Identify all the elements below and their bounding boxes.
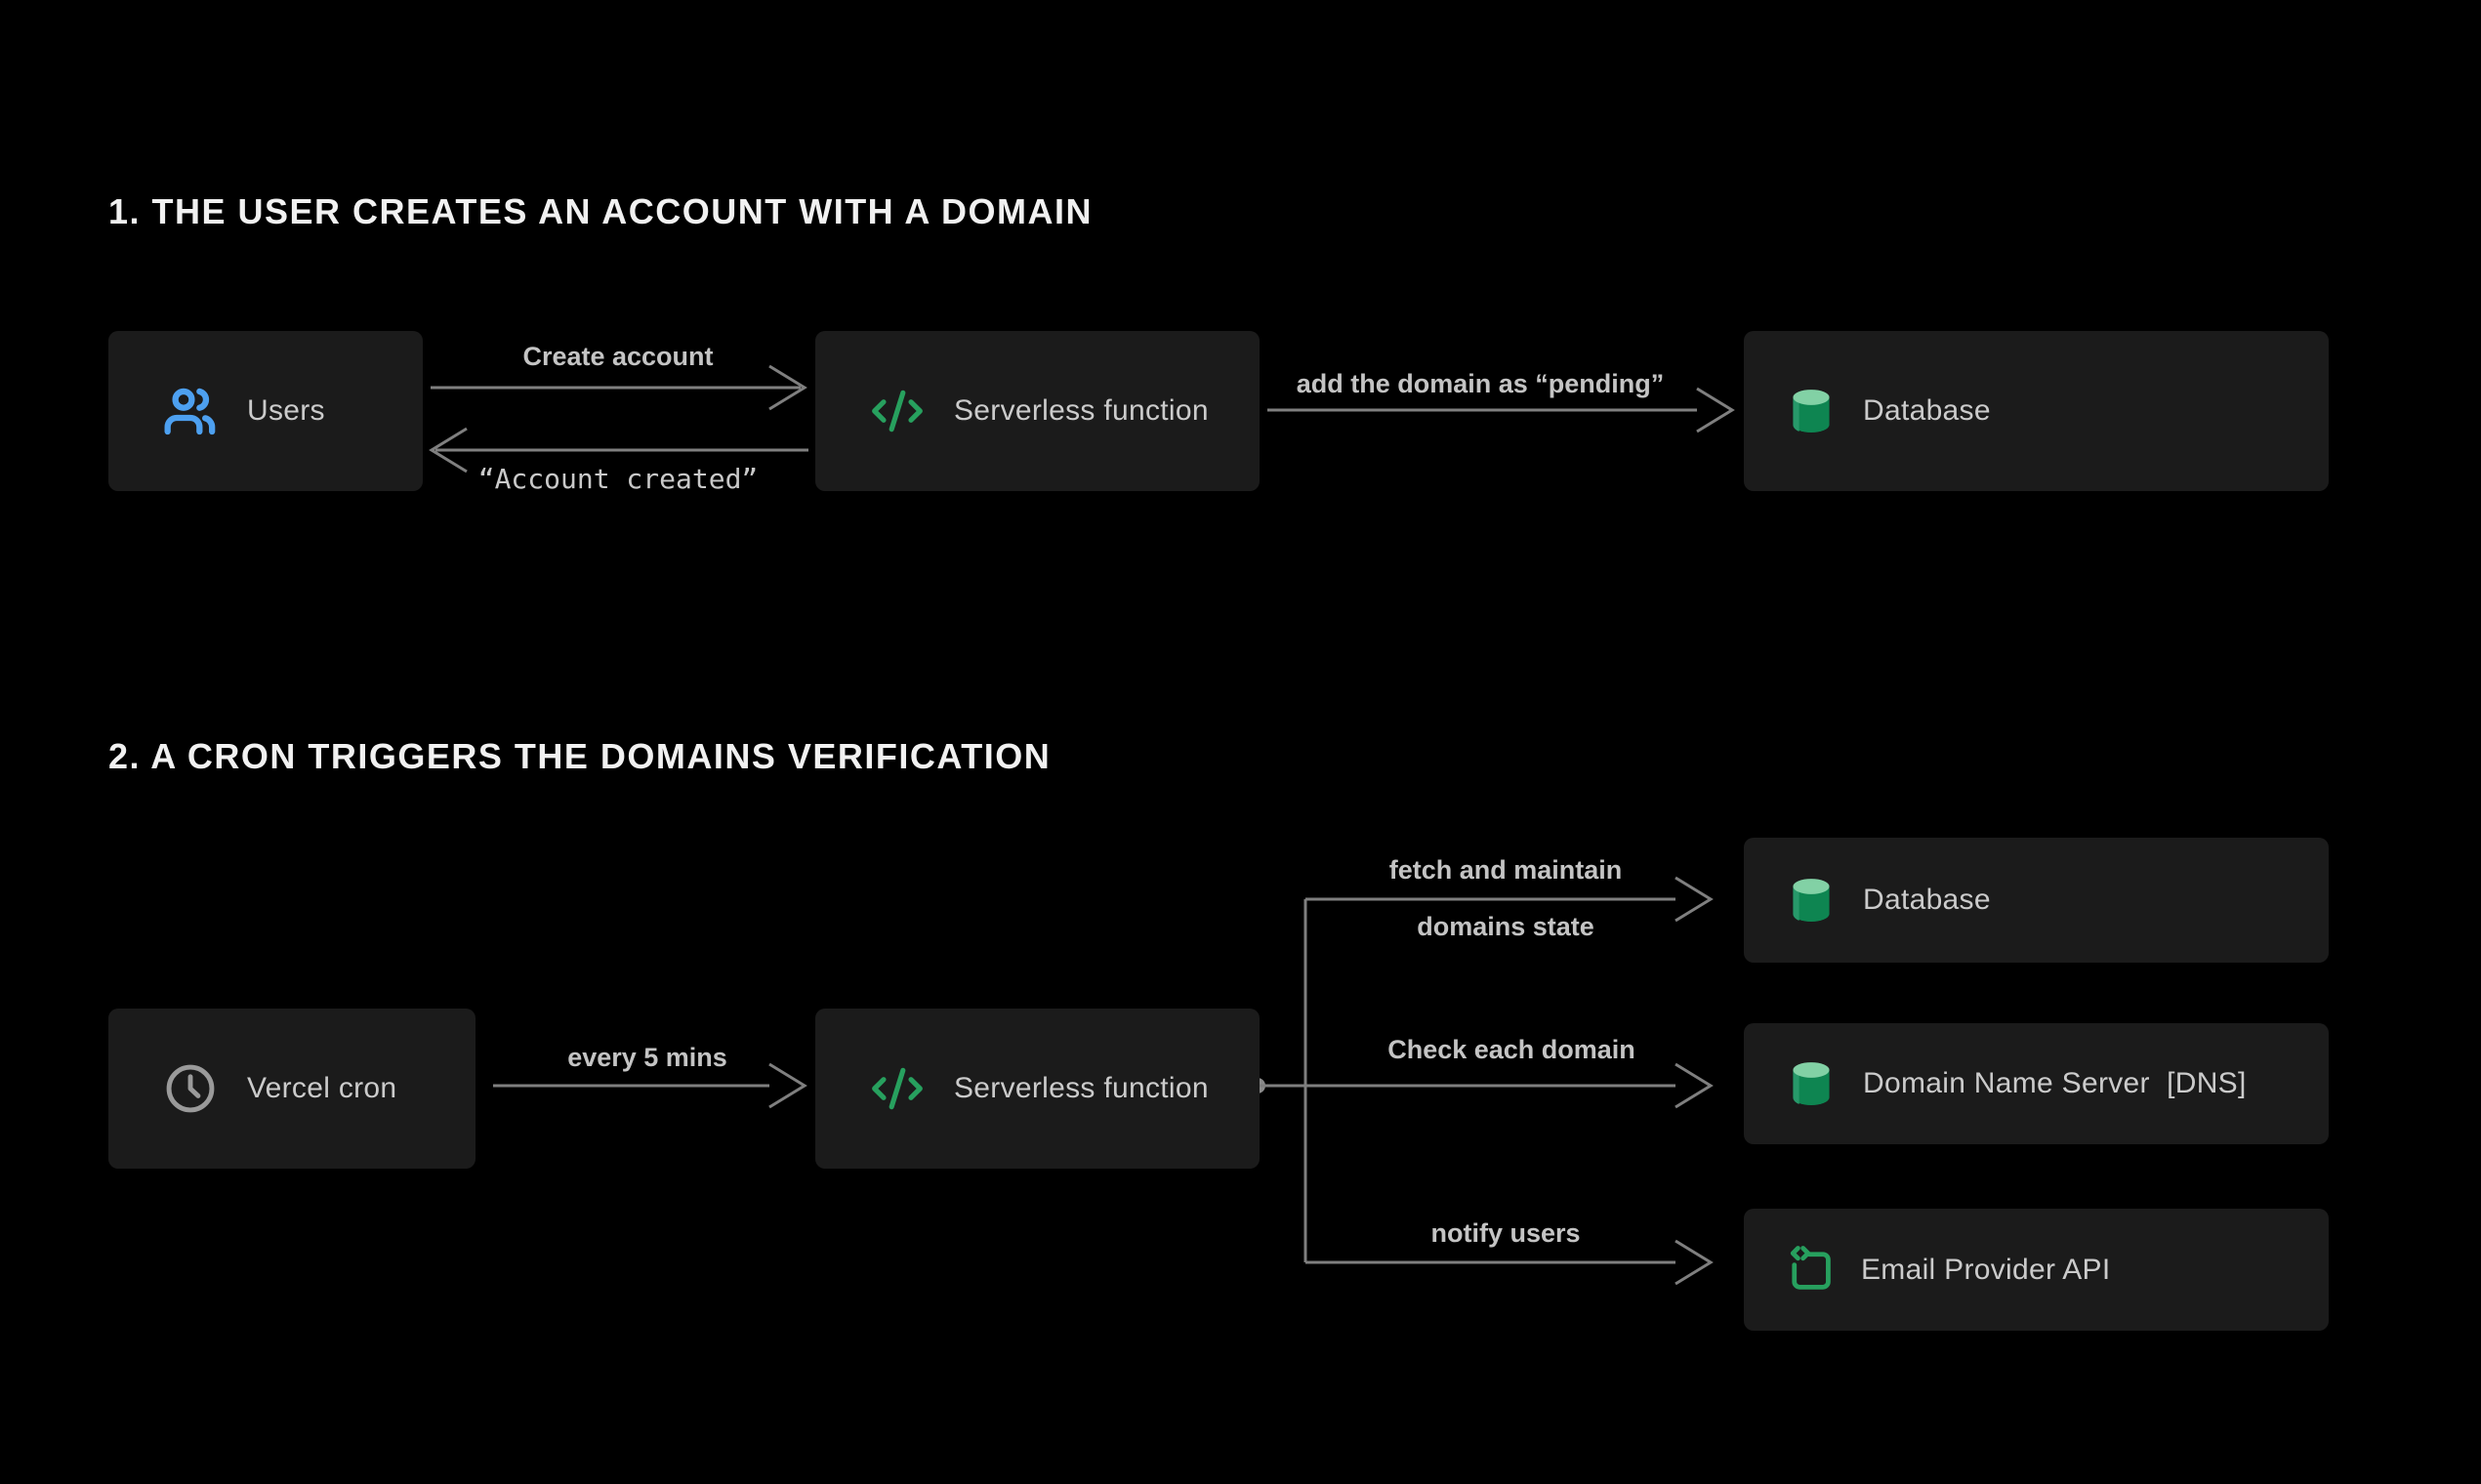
node-label: Database xyxy=(1863,394,1991,427)
node-label: Email Provider API xyxy=(1861,1253,2111,1286)
edge-label-fetch-maintain-line2: domains state xyxy=(1417,912,1594,941)
code-icon xyxy=(870,384,925,438)
node-label: Domain Name Server [DNS] xyxy=(1863,1067,2247,1099)
edge-label-check-each-domain: Check each domain xyxy=(1387,1035,1635,1064)
edge-label-add-pending: add the domain as “pending” xyxy=(1296,369,1665,398)
edge-label-account-created: “Account created” xyxy=(477,463,759,495)
node-database-1: Database xyxy=(1744,331,2329,491)
node-dns: Domain Name Server [DNS] xyxy=(1744,1023,2329,1144)
section2-title: 2. A CRON TRIGGERS THE DOMAINS VERIFICAT… xyxy=(108,736,1052,776)
node-label: Users xyxy=(247,394,325,427)
arrow-add-pending xyxy=(1267,387,1735,433)
arrow-every-5-mins xyxy=(493,1062,807,1109)
node-database-2: Database xyxy=(1744,838,2329,963)
node-label: Serverless function xyxy=(954,394,1209,427)
section1-title: 1. THE USER CREATES AN ACCOUNT WITH A DO… xyxy=(108,191,1093,231)
edge-label-every-5-mins: every 5 mins xyxy=(567,1043,727,1072)
node-users: Users xyxy=(108,331,423,491)
users-icon xyxy=(163,384,218,438)
api-box-icon xyxy=(1785,1245,1836,1296)
database-icon xyxy=(1785,874,1838,927)
branch-connector xyxy=(1250,876,1714,1286)
node-serverless-function-1: Serverless function xyxy=(815,331,1260,491)
node-label: Serverless function xyxy=(954,1072,1209,1104)
code-icon xyxy=(870,1061,925,1116)
node-vercel-cron: Vercel cron xyxy=(108,1009,476,1169)
arrow-create-account xyxy=(431,364,807,411)
node-serverless-function-2: Serverless function xyxy=(815,1009,1260,1169)
node-email-provider: Email Provider API xyxy=(1744,1209,2329,1331)
edge-label-fetch-maintain-line1: fetch and maintain xyxy=(1388,855,1623,885)
database-icon xyxy=(1785,385,1838,437)
edge-label-create-account: Create account xyxy=(522,342,714,371)
clock-icon xyxy=(163,1061,218,1116)
arrow-account-created xyxy=(429,427,808,474)
database-icon xyxy=(1785,1057,1838,1110)
node-label: Database xyxy=(1863,884,1991,916)
node-label: Vercel cron xyxy=(247,1072,397,1104)
edge-label-notify-users: notify users xyxy=(1430,1218,1581,1248)
